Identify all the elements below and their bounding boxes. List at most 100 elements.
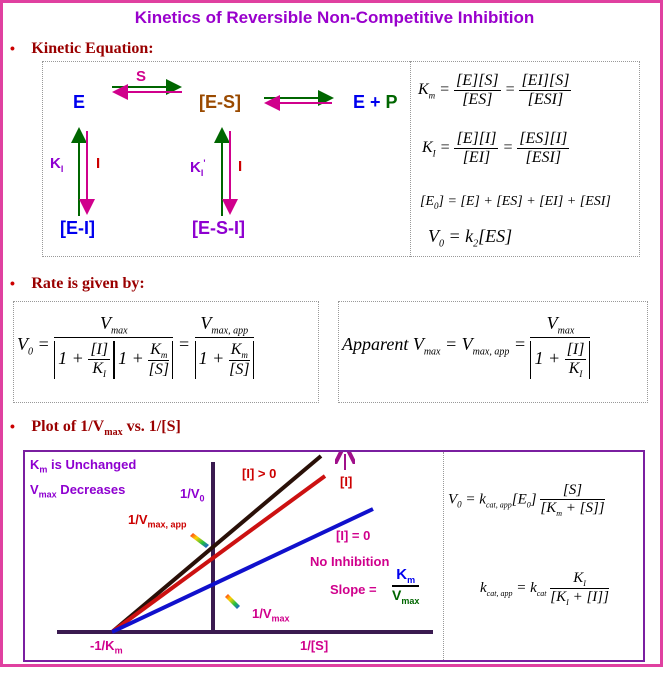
vmax-label: 1/Vmax — [252, 606, 290, 624]
apparent-ki-den: KI — [565, 360, 587, 379]
species-e-plus-p: E + P — [353, 92, 398, 113]
kcat-ki-den: [KI + [I]] — [550, 589, 609, 607]
rate-s-2: [S] — [229, 360, 250, 378]
ki-eq-symbol: K — [422, 139, 433, 157]
i-gt-zero-label: [I] > 0 — [242, 466, 277, 481]
apparent-frac-den: 1 + [I]KI — [530, 338, 591, 379]
kcat-e0: [E — [511, 491, 527, 508]
e0-open: [E — [420, 194, 434, 209]
ki-symbol: K — [50, 155, 61, 172]
kcat-plus: + — [561, 500, 580, 516]
line-i-strong — [110, 454, 323, 634]
e0-subscript: 0 — [434, 200, 439, 211]
rate-frac-app: Vmax, app 1 + Km[S] — [194, 313, 254, 379]
rate-km-num-2: Km — [228, 340, 250, 361]
km-note-symbol: K — [30, 457, 40, 472]
v0-rate-equation: V0 = k2[ES] — [428, 226, 512, 250]
kcat-plus2: + — [568, 589, 587, 605]
species-es: [E-S] — [199, 92, 241, 112]
kcat-km: K — [546, 500, 557, 516]
substrate-label: S — [136, 68, 147, 85]
ki-ei: [EI] — [462, 149, 491, 166]
rate-vmax-sub: max — [110, 325, 128, 337]
slope-fraction: Km Vmax — [392, 566, 420, 606]
apparent-ki-sub: I — [579, 368, 583, 379]
slope-vmax-sub: max — [401, 595, 420, 606]
section-kinetic-equation: • Kinetic Equation: — [10, 40, 154, 58]
apparent-frac-num: Vmax — [530, 313, 591, 338]
slope-vmax: Vmax — [392, 587, 419, 606]
kcat-k: k — [479, 491, 486, 508]
apparent-bracket: 1 + [I]KI — [530, 340, 591, 379]
section-plot-suffix: vs. 1/[S] — [122, 418, 181, 435]
apparent-vmax-box — [338, 301, 648, 403]
apparent-i-over-ki: [I]KI — [564, 340, 587, 379]
kcat-rate-equation: V0 = kcat, app[E0] [S][Km + [S]] — [448, 482, 605, 518]
km-note-sub: m — [39, 464, 48, 475]
ki-e: [E] — [456, 130, 479, 147]
line-i-gt0 — [110, 474, 327, 634]
rate-km-2: K — [230, 340, 242, 358]
kcat-km-sub: m — [556, 509, 562, 518]
kcat-ki2: K — [556, 589, 567, 605]
apparent-eq-2: = — [513, 334, 526, 355]
lineweaver-burk-plot — [57, 452, 433, 634]
vmax-app-text: 1/V — [128, 512, 148, 527]
i-arrow-label: [I] — [340, 474, 353, 489]
i-zero-label: [I] = 0 — [336, 528, 371, 543]
rate-vapp: V — [200, 313, 212, 333]
km-symbol: K — [418, 81, 429, 99]
kcat-app-sub: cat, app — [486, 588, 513, 598]
section-rate-label: Rate is given by: — [31, 275, 145, 292]
kcat-i: [I] — [586, 589, 604, 605]
product-label: P — [385, 92, 398, 112]
v0-symbol: V — [428, 226, 439, 246]
kcat-e0-close: ] — [530, 491, 537, 508]
km-ei: [EI] — [521, 72, 550, 89]
rate-one-plus-2: 1 + — [118, 347, 144, 368]
section-plot-prefix: Plot of 1/V — [31, 418, 105, 435]
kcat-ki: K — [573, 570, 584, 586]
vmax-label-text: 1/V — [252, 606, 272, 621]
apparent-one-plus: 1 + — [534, 347, 561, 368]
line-i-eq0 — [111, 507, 374, 634]
apparent-frac: Vmax 1 + [I]KI — [530, 313, 591, 379]
rate-km-sub-2: m — [241, 349, 248, 360]
ki-es: [ES] — [519, 130, 550, 147]
kcat-s-den: [Km + [S]] — [540, 500, 605, 518]
km-unchanged-note: Km is Unchanged — [30, 457, 136, 475]
section-rate: • Rate is given by: — [10, 275, 145, 293]
section-kinetic-equation-label: Kinetic Equation: — [31, 40, 154, 57]
kcat-s-frac: [S][Km + [S]] — [540, 482, 605, 518]
ki-prime-superscript: ' — [203, 158, 206, 168]
apparent-sub: max — [423, 346, 441, 358]
reaction-scheme-arrows — [71, 79, 334, 216]
kcat-s2: [S] — [579, 500, 599, 516]
apparent-vmax-sub: max — [557, 325, 575, 337]
bullet-2: • — [10, 275, 15, 291]
ki-prime-subscript: I — [200, 168, 204, 178]
kcat-k-sub: cat, app — [485, 500, 512, 510]
rate-km-sub: m — [160, 349, 168, 360]
bullet-1: • — [10, 40, 15, 56]
kcat-ki-frac: KI[KI + [I]] — [550, 570, 609, 607]
km-subscript: m — [428, 90, 436, 101]
rate-v0: V — [17, 334, 28, 355]
rate-ki-den: KI — [88, 360, 110, 379]
apparent-i: [I] — [564, 340, 587, 360]
bullet-3: • — [10, 418, 15, 434]
inhibitor-label-2: I — [238, 158, 243, 175]
rate-v0-sub: 0 — [28, 346, 33, 358]
slope-km-text: K — [396, 566, 408, 583]
km-frac-1-num: [E][S] — [453, 72, 501, 91]
equals-2: = — [504, 81, 516, 99]
section-plot-label: Plot of 1/Vmax vs. 1/[S] — [31, 418, 181, 438]
ki-prime-symbol: K — [190, 159, 201, 176]
equals-4: = — [502, 139, 514, 157]
e0-rest: ] = [E] + [ES] + [EI] + [ESI] — [438, 194, 611, 209]
rate-km: K — [150, 340, 161, 358]
ki-equation: KI = [E][I][EI] = [ES][I][ESI] — [422, 130, 570, 167]
rate-ki-sub: I — [103, 368, 107, 379]
